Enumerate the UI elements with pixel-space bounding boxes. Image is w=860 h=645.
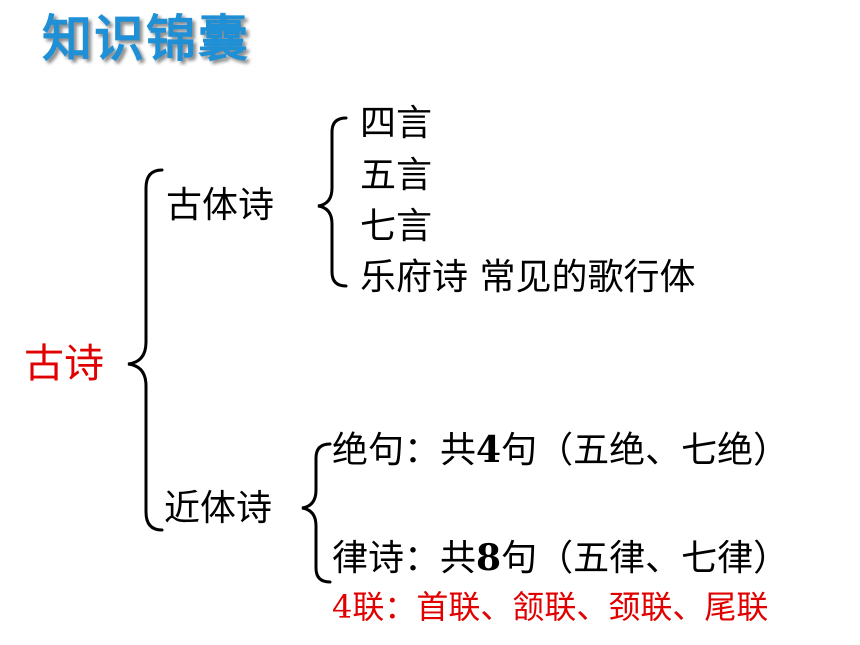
jueju-name: 绝句：共 (332, 430, 477, 471)
gutishi-item: 七言 (360, 206, 433, 247)
lushi-count: 8 (476, 537, 502, 579)
gutishi-label: 古体诗 (166, 185, 275, 226)
jueju-line: 绝句：共4句（五绝、七绝） (332, 426, 789, 475)
brace-jintishi (301, 442, 332, 584)
jueju-count: 4 (476, 429, 502, 471)
jintishi-label: 近体诗 (164, 488, 273, 529)
brace-gutishi (317, 116, 348, 288)
lushi-note: 4联：首联、颔联、颈联、尾联 (332, 588, 769, 626)
gutishi-item: 五言 (360, 155, 433, 196)
jueju-rest: 句（五绝、七绝） (501, 430, 790, 471)
lushi-rest: 句（五律、七律） (501, 538, 790, 579)
lushi-line: 律诗：共8句（五律、七律） (332, 534, 789, 583)
gutishi-item: 乐府诗 常见的歌行体 (360, 257, 696, 298)
root-label: 古诗 (24, 341, 104, 387)
lushi-name: 律诗：共 (332, 538, 477, 579)
brace-root (127, 168, 164, 532)
gutishi-item: 四言 (360, 103, 433, 144)
slide-title: 知识锦囊 (42, 10, 250, 68)
